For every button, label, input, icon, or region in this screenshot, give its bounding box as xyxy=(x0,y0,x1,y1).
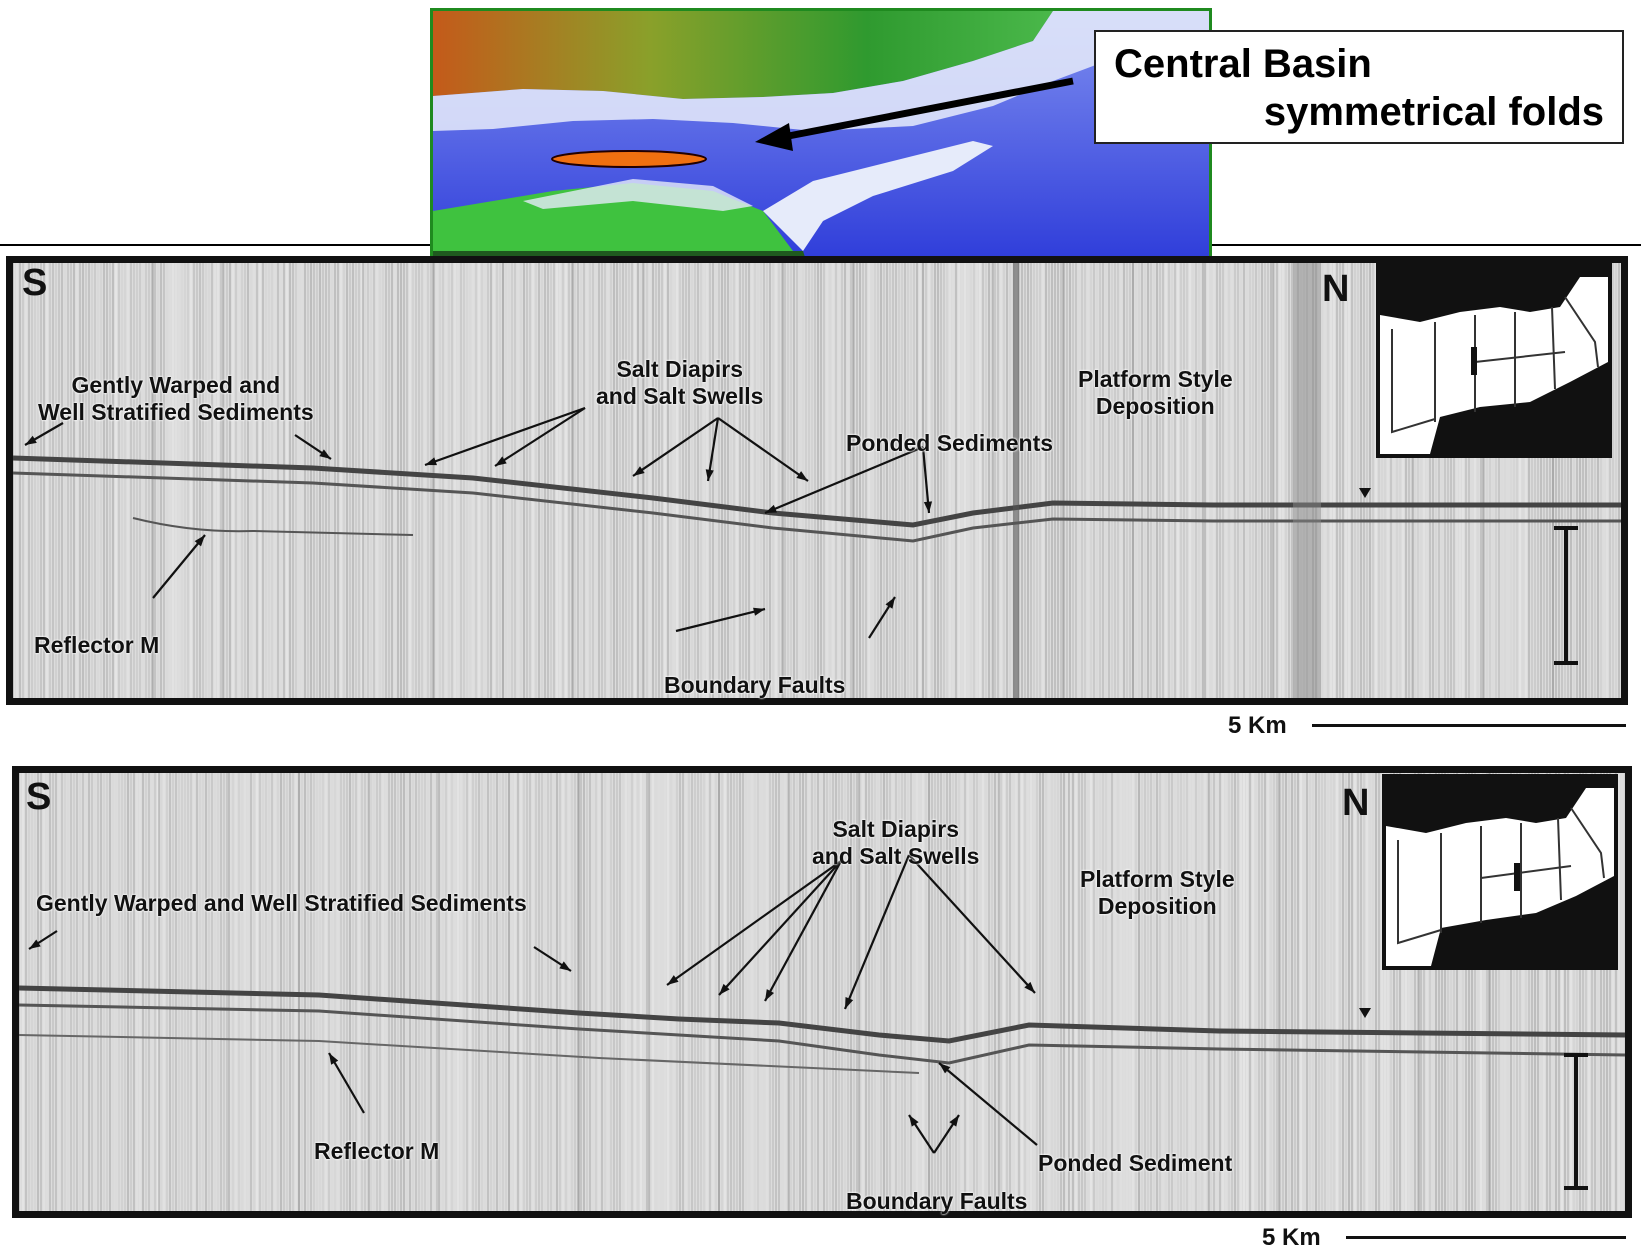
label-gently-warped-bottom: Gently Warped and Well Stratified Sedime… xyxy=(36,890,527,916)
subbottom-reflector xyxy=(13,471,1621,543)
annotation-arrow xyxy=(494,407,586,467)
annotation-arrow xyxy=(764,445,924,515)
direction-south-bottom: S xyxy=(26,776,52,818)
label-ponded-top: Ponded Sediments xyxy=(846,430,1054,456)
direction-north-top: N xyxy=(1322,268,1350,310)
arrow-head xyxy=(1024,981,1035,993)
label-salt-diapirs-top: Salt Diapirs and Salt Swells xyxy=(596,356,764,409)
arrow-head xyxy=(559,961,571,971)
annotation-arrow xyxy=(843,854,911,1010)
arrow-head xyxy=(705,469,714,481)
reflector-m xyxy=(19,1034,920,1074)
annotation-arrow xyxy=(328,1052,365,1114)
annotation-arrow xyxy=(717,417,809,482)
arrow-head xyxy=(939,1063,951,1074)
arrow-head xyxy=(633,466,645,476)
label-platform-top: Platform Style Deposition xyxy=(1078,366,1233,419)
annotation-arrow xyxy=(424,406,586,467)
arrow-head xyxy=(753,607,765,616)
scale-label-top: 5 Km xyxy=(1228,712,1287,739)
arrow-head xyxy=(765,989,774,1001)
annotation-arrow xyxy=(938,1062,1038,1146)
label-platform-bottom: Platform Style Deposition xyxy=(1080,866,1235,919)
label-reflector-top: Reflector M xyxy=(34,632,160,658)
seismic-profile-bottom xyxy=(12,766,1632,1218)
scale-label-bottom: 5 Km xyxy=(1262,1224,1321,1251)
arrow-head xyxy=(667,975,679,985)
marker-triangle xyxy=(1359,488,1371,498)
location-inset-bottom xyxy=(1382,774,1618,970)
arrow-head xyxy=(885,597,895,609)
arrow-head xyxy=(719,983,730,995)
reflector-m xyxy=(132,517,414,536)
scale-bar-bottom xyxy=(1346,1236,1626,1239)
callout-title: Central Basin xyxy=(1114,42,1372,86)
label-boundary-top: Boundary Faults xyxy=(664,672,846,698)
arrow-head xyxy=(194,535,205,547)
annotation-arrow xyxy=(908,854,1036,994)
arrow-head xyxy=(765,504,777,513)
callout-subtitle: symmetrical folds xyxy=(1263,90,1604,134)
location-inset-top xyxy=(1376,263,1612,458)
scale-bar-top xyxy=(1312,724,1626,727)
arrow-head xyxy=(329,1053,339,1065)
seismic-image-top xyxy=(13,263,1621,698)
arrow-head xyxy=(425,457,437,466)
label-gently-warped-top: Gently Warped and Well Stratified Sedime… xyxy=(38,372,314,425)
arrow-head xyxy=(923,501,933,513)
label-boundary-bottom: Boundary Faults xyxy=(846,1188,1028,1214)
seafloor-reflector xyxy=(19,985,1625,1044)
label-ponded-bottom: Ponded Sediment xyxy=(1038,1150,1233,1176)
annotation-arrow xyxy=(764,860,842,1002)
arrow-head xyxy=(845,997,854,1009)
label-reflector-bottom: Reflector M xyxy=(314,1138,440,1164)
annotation-arrow xyxy=(718,860,842,996)
callout-box: Central Basin symmetrical folds xyxy=(1094,30,1624,144)
annotation-arrow xyxy=(632,417,719,477)
arrow-head xyxy=(909,1115,919,1127)
direction-north-bottom: N xyxy=(1342,782,1370,824)
subbottom-reflector xyxy=(19,1003,1625,1065)
arrow-head xyxy=(495,456,507,466)
direction-south-top: S xyxy=(22,262,48,304)
arrow-head xyxy=(25,435,37,445)
marker-triangle xyxy=(1359,1008,1371,1018)
annotation-arrow xyxy=(675,607,766,633)
annotation-arrow xyxy=(152,534,206,599)
seismic-profile-top xyxy=(6,256,1628,705)
label-salt-diapirs-bottom: Salt Diapirs and Salt Swells xyxy=(812,816,980,869)
annotation-arrow xyxy=(666,860,842,986)
arrow-head xyxy=(319,449,331,459)
arrow-head xyxy=(949,1115,959,1127)
seafloor-reflector xyxy=(13,455,1621,528)
arrow-head xyxy=(29,939,41,949)
seismic-image-bottom xyxy=(19,773,1625,1211)
arrow-head xyxy=(796,471,808,481)
